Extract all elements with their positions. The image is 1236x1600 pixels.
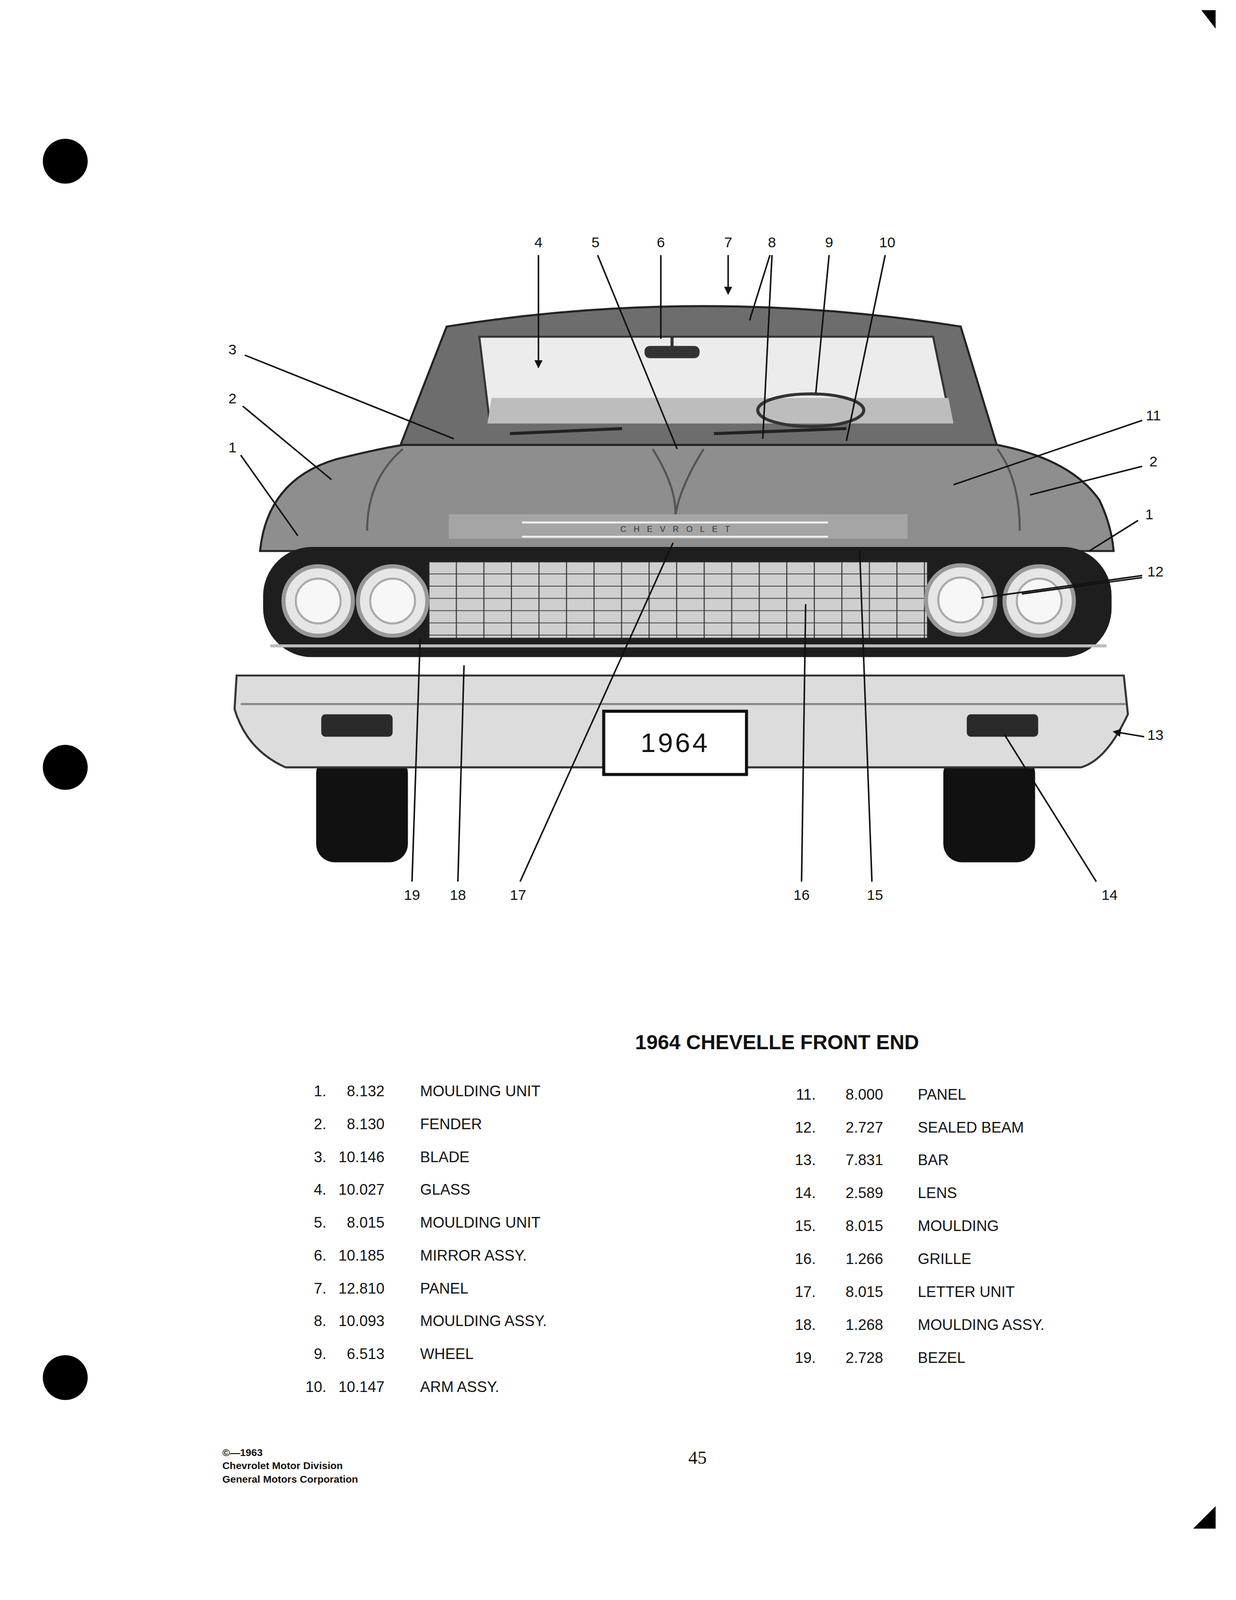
item-number: 8.: [313, 1312, 327, 1330]
item-number: 13.: [794, 1151, 816, 1169]
item-number: 18.: [794, 1316, 816, 1333]
callout-number: 1: [1145, 506, 1154, 523]
part-group-number: 10.147: [338, 1378, 385, 1395]
callout-number: 2: [228, 389, 237, 406]
part-group-number: 8.130: [347, 1115, 385, 1133]
part-group-number: 1.268: [845, 1316, 884, 1333]
copyright-line: General Motors Corporation: [222, 1473, 359, 1485]
callout-number: 15: [867, 886, 884, 903]
part-name: FENDER: [420, 1115, 482, 1133]
part-group-number: 10.146: [338, 1148, 385, 1166]
part-name: LETTER UNIT: [918, 1283, 1015, 1300]
page-number: 45: [688, 1447, 707, 1468]
item-number: 9.: [313, 1345, 327, 1363]
part-group-number: 2.728: [845, 1349, 884, 1366]
callout-number: 19: [403, 886, 420, 903]
item-number: 3.: [313, 1148, 327, 1166]
item-number: 15.: [794, 1217, 816, 1235]
part-name: MOULDING: [918, 1217, 999, 1235]
part-group-number: 12.810: [338, 1280, 385, 1297]
part-group-number: 10.185: [338, 1247, 385, 1264]
part-group-number: 8.000: [845, 1086, 884, 1103]
part-group-number: 10.027: [338, 1181, 385, 1198]
part-name: ARM ASSY.: [420, 1378, 500, 1395]
callout-number: 9: [824, 233, 834, 250]
part-group-number: 2.727: [845, 1118, 884, 1136]
part-name: MIRROR ASSY.: [420, 1247, 527, 1264]
part-name: MOULDING UNIT: [420, 1214, 541, 1231]
item-number: 17.: [794, 1283, 816, 1300]
callout-number: 7: [724, 233, 733, 250]
part-group-number: 8.015: [347, 1214, 385, 1231]
item-number: 14.: [794, 1184, 816, 1202]
callout-number: 6: [656, 233, 666, 250]
part-name: WHEEL: [420, 1345, 474, 1363]
copyright-line: ©—1963: [222, 1446, 263, 1458]
part-name: GLASS: [420, 1181, 471, 1198]
part-name: BLADE: [420, 1148, 470, 1166]
item-number: 11.: [795, 1086, 816, 1103]
part-name: PANEL: [420, 1280, 469, 1297]
callout-number: 4: [534, 233, 543, 250]
part-group-number: 8.015: [845, 1283, 884, 1300]
callout-number: 18: [449, 886, 466, 903]
license-plate-text: 1964: [640, 727, 711, 758]
part-name: LENS: [918, 1184, 958, 1202]
item-number: 16.: [794, 1250, 816, 1268]
part-name: MOULDING UNIT: [420, 1082, 541, 1100]
callout-number: 3: [228, 340, 237, 357]
part-name: BAR: [918, 1151, 950, 1169]
item-number: 5.: [313, 1214, 327, 1231]
item-number: 19.: [794, 1349, 816, 1366]
part-group-number: 6.513: [347, 1345, 385, 1363]
part-name: PANEL: [918, 1086, 967, 1103]
part-group-number: 8.015: [845, 1217, 884, 1235]
part-name: MOULDING ASSY.: [420, 1312, 547, 1330]
callout-number: 16: [793, 886, 810, 903]
item-number: 12.: [794, 1118, 816, 1136]
item-number: 7.: [313, 1280, 327, 1297]
callout-number: 17: [509, 886, 526, 903]
item-number: 4.: [313, 1181, 327, 1198]
part-group-number: 1.266: [845, 1250, 884, 1268]
callout-number: 8: [767, 233, 777, 250]
item-number: 1.: [313, 1082, 327, 1100]
part-group-number: 8.132: [347, 1082, 385, 1100]
part-group-number: 7.831: [845, 1151, 884, 1169]
callout-number: 14: [1101, 886, 1118, 903]
item-number: 10.: [305, 1378, 327, 1395]
page-title: 1964 CHEVELLE FRONT END: [634, 1030, 920, 1054]
callout-number: 13: [1147, 726, 1164, 743]
part-group-number: 2.589: [845, 1184, 884, 1202]
callout-number: 5: [591, 233, 600, 250]
callout-number: 12: [1147, 563, 1164, 580]
part-name: GRILLE: [918, 1250, 972, 1268]
callout-number: 10: [879, 233, 896, 250]
copyright-line: Chevrolet Motor Division: [222, 1459, 344, 1472]
part-name: SEALED BEAM: [918, 1118, 1025, 1136]
part-group-number: 10.093: [338, 1312, 385, 1330]
item-number: 2.: [313, 1115, 327, 1133]
part-name: MOULDING ASSY.: [918, 1316, 1045, 1333]
part-name: BEZEL: [918, 1349, 966, 1366]
callout-number: 11: [1145, 407, 1161, 424]
callout-number: 1: [228, 438, 237, 455]
item-number: 6.: [313, 1247, 327, 1264]
callout-number: 2: [1149, 452, 1158, 469]
hood-lettering: CHEVROLET: [612, 524, 738, 535]
